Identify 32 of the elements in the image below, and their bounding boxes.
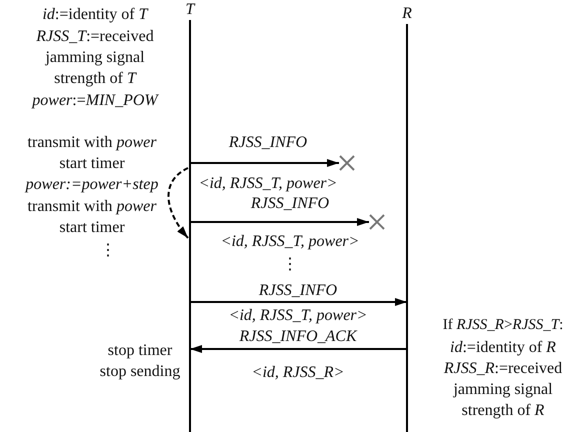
parameter-text: <id, RJSS_T, power>	[228, 306, 368, 326]
action-text: start timer	[58, 218, 126, 238]
ellipsis-text: ⋮	[281, 255, 299, 275]
message-label: RJSS_INFO	[258, 281, 338, 301]
parameter-text: <id, RJSS_T, power>	[220, 232, 360, 252]
parameter-text: <id, RJSS_T, power>	[198, 174, 338, 194]
action-text: stop timer	[106, 341, 174, 361]
action-text: transmit with power	[26, 197, 158, 217]
message-arrow	[190, 159, 339, 167]
message-arrow	[190, 298, 407, 306]
message-label: RJSS_INFO	[228, 133, 308, 153]
message-label: RJSS_INFO_ACK	[238, 327, 358, 347]
note-text: RJSS_R:=received jamming signal strength of R	[442, 359, 564, 421]
message-arrow	[190, 345, 407, 353]
lifeline-label: R	[401, 6, 413, 22]
lost-message-cross	[339, 155, 355, 171]
note-text: id:=identity of R	[449, 338, 557, 358]
note-text: power:=MIN_POW	[30, 91, 160, 111]
action-text: transmit with power	[26, 133, 158, 153]
action-text: start timer	[58, 154, 126, 174]
note-text: id:=identity of T	[41, 5, 150, 25]
ellipsis-text: ⋮	[99, 241, 117, 261]
dashed-arrow	[168, 167, 189, 239]
message-label: RJSS_INFO	[250, 194, 330, 214]
lifeline	[400, 6, 414, 432]
condition-text: If RJSS_R>RJSS_T:	[442, 316, 564, 335]
action-text: power:=power+step	[24, 175, 160, 195]
action-text: stop sending	[98, 362, 182, 382]
parameter-text: <id, RJSS_R>	[250, 363, 346, 383]
lost-message-cross	[369, 214, 385, 230]
lifeline-label: T	[184, 2, 196, 18]
message-arrow	[190, 218, 369, 226]
